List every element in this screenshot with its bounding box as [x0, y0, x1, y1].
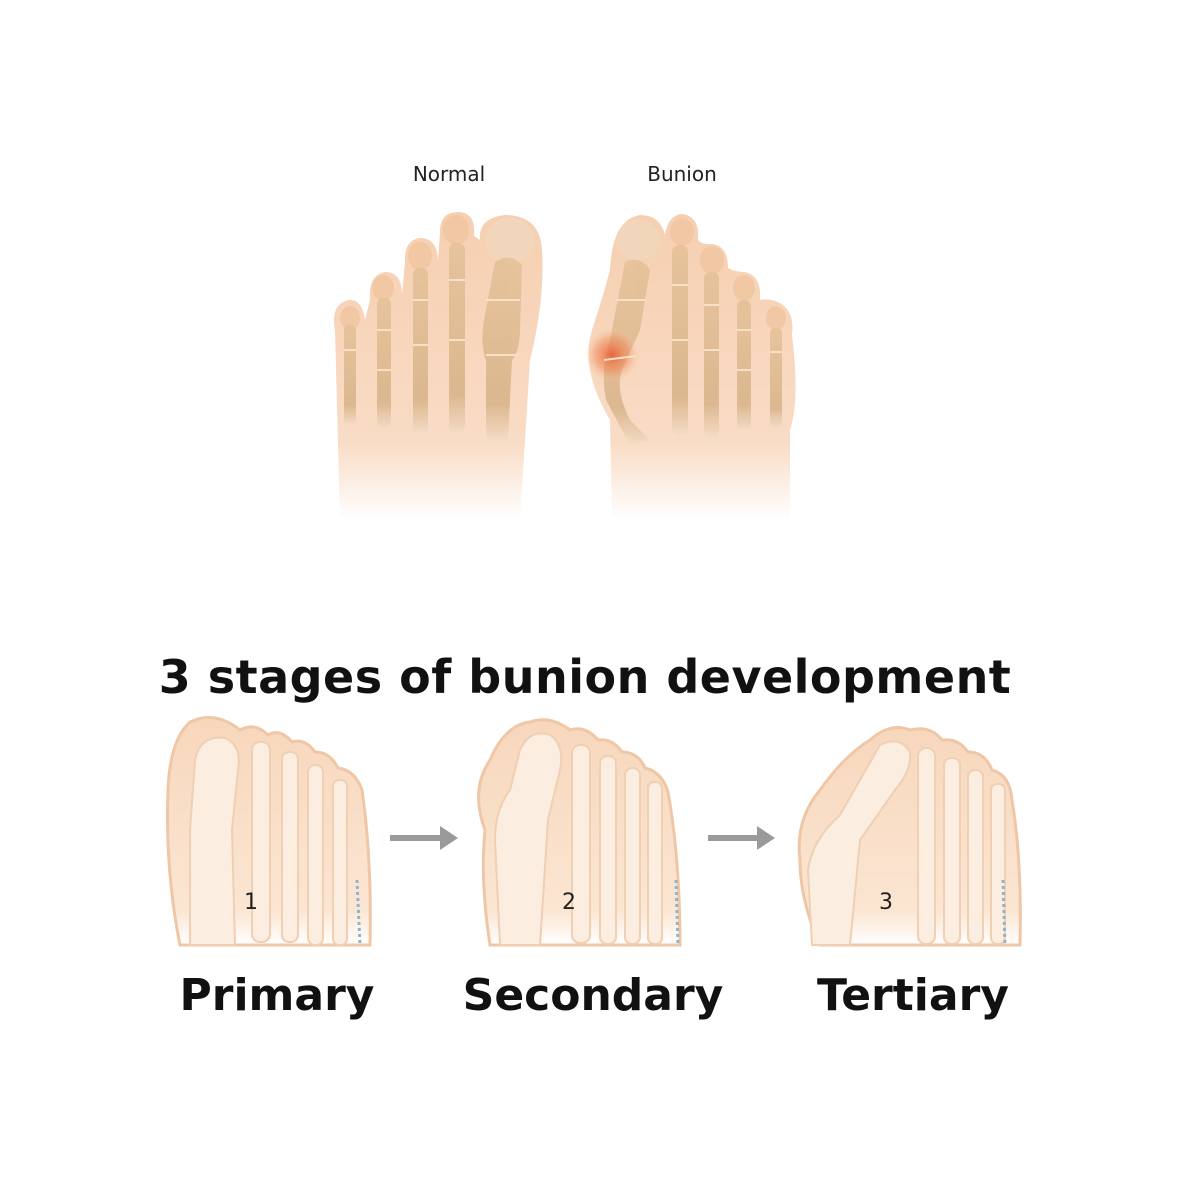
stage-3-name: Tertiary — [743, 970, 1083, 1021]
stages-heading: 3 stages of bunion development — [0, 650, 1170, 704]
bunion-foot-illustration — [584, 214, 796, 520]
arrow-right-icon — [708, 826, 775, 850]
stage-2-number: 2 — [562, 890, 576, 915]
stage-1-name: Primary — [107, 970, 447, 1021]
normal-foot-illustration — [334, 212, 543, 520]
stage-2-illustration — [479, 720, 680, 945]
normal-label: Normal — [369, 162, 529, 186]
bunion-label: Bunion — [602, 162, 762, 186]
bunion-inflammation — [584, 327, 640, 383]
stage-2-name: Secondary — [423, 970, 763, 1021]
stage-3-illustration — [799, 728, 1020, 945]
arrow-right-icon — [390, 826, 458, 850]
stage-1-number: 1 — [244, 890, 258, 915]
stage-3-number: 3 — [879, 890, 893, 915]
stage-1-illustration — [168, 718, 371, 946]
